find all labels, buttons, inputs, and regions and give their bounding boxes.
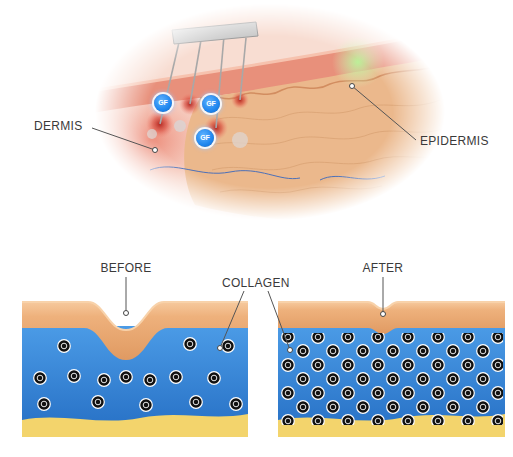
collagen-fiber [98, 374, 111, 387]
growth-factor-label: GF [200, 134, 210, 142]
leader-dot [381, 312, 386, 317]
collagen-fiber [170, 371, 183, 384]
fat-layer [22, 414, 248, 437]
needle [216, 36, 224, 128]
leader-line [92, 128, 155, 150]
collagen-fiber [140, 399, 153, 412]
collagen-fiber [120, 371, 133, 384]
tissue-texture [210, 100, 448, 193]
growth-factor-label: GF [206, 100, 216, 108]
collagen-fiber [208, 372, 221, 385]
callout-label: EPIDERMIS [420, 134, 489, 148]
growth-factor-circle: GF [202, 95, 220, 113]
dense-collagen [280, 333, 503, 425]
needle [190, 34, 202, 104]
before-panel [22, 302, 248, 437]
callout-label: AFTER [363, 261, 404, 275]
collagen-fiber [184, 338, 197, 351]
leader-dot [288, 348, 293, 353]
collagen-fiber [38, 398, 51, 411]
collagen-fiber [58, 340, 71, 353]
leader-line [126, 277, 127, 313]
callout-label: COLLAGEN [222, 276, 290, 290]
collagen-fiber [222, 340, 235, 353]
dermis-tissue [184, 56, 450, 222]
growth-factor-circle: GF [196, 129, 214, 147]
growth-factor-circle: GF [154, 94, 172, 112]
epidermis-band [278, 302, 505, 334]
growth-factor-label: GF [158, 99, 168, 107]
skin-surface [278, 302, 505, 309]
after-panel [278, 302, 505, 437]
collagen-fiber [144, 374, 157, 387]
leader-line [383, 277, 384, 314]
faded-particle [174, 120, 186, 132]
callout-label: DERMIS [34, 119, 82, 133]
leader-dot [153, 148, 158, 153]
collagen-fiber [68, 370, 81, 383]
green-glow [332, 36, 384, 88]
callout-label: BEFORE [101, 261, 152, 275]
collagen-fiber [190, 396, 203, 409]
needle-device [172, 22, 258, 44]
leader-dot [218, 346, 223, 351]
leader-line [268, 291, 290, 350]
collagen-fiber [34, 372, 47, 385]
faded-particle [147, 129, 157, 139]
collagen-fiber [92, 396, 105, 409]
collagen-fiber [230, 398, 243, 411]
epidermis-band [22, 302, 248, 360]
leader-line [220, 291, 244, 348]
blood-vessel [150, 167, 385, 180]
leader-dot [124, 311, 129, 316]
faded-particle [232, 132, 248, 148]
leader-line [352, 86, 416, 140]
leader-dot [350, 84, 355, 89]
skin-surface [22, 302, 248, 330]
skin-section [65, 0, 450, 224]
needle [240, 38, 246, 100]
